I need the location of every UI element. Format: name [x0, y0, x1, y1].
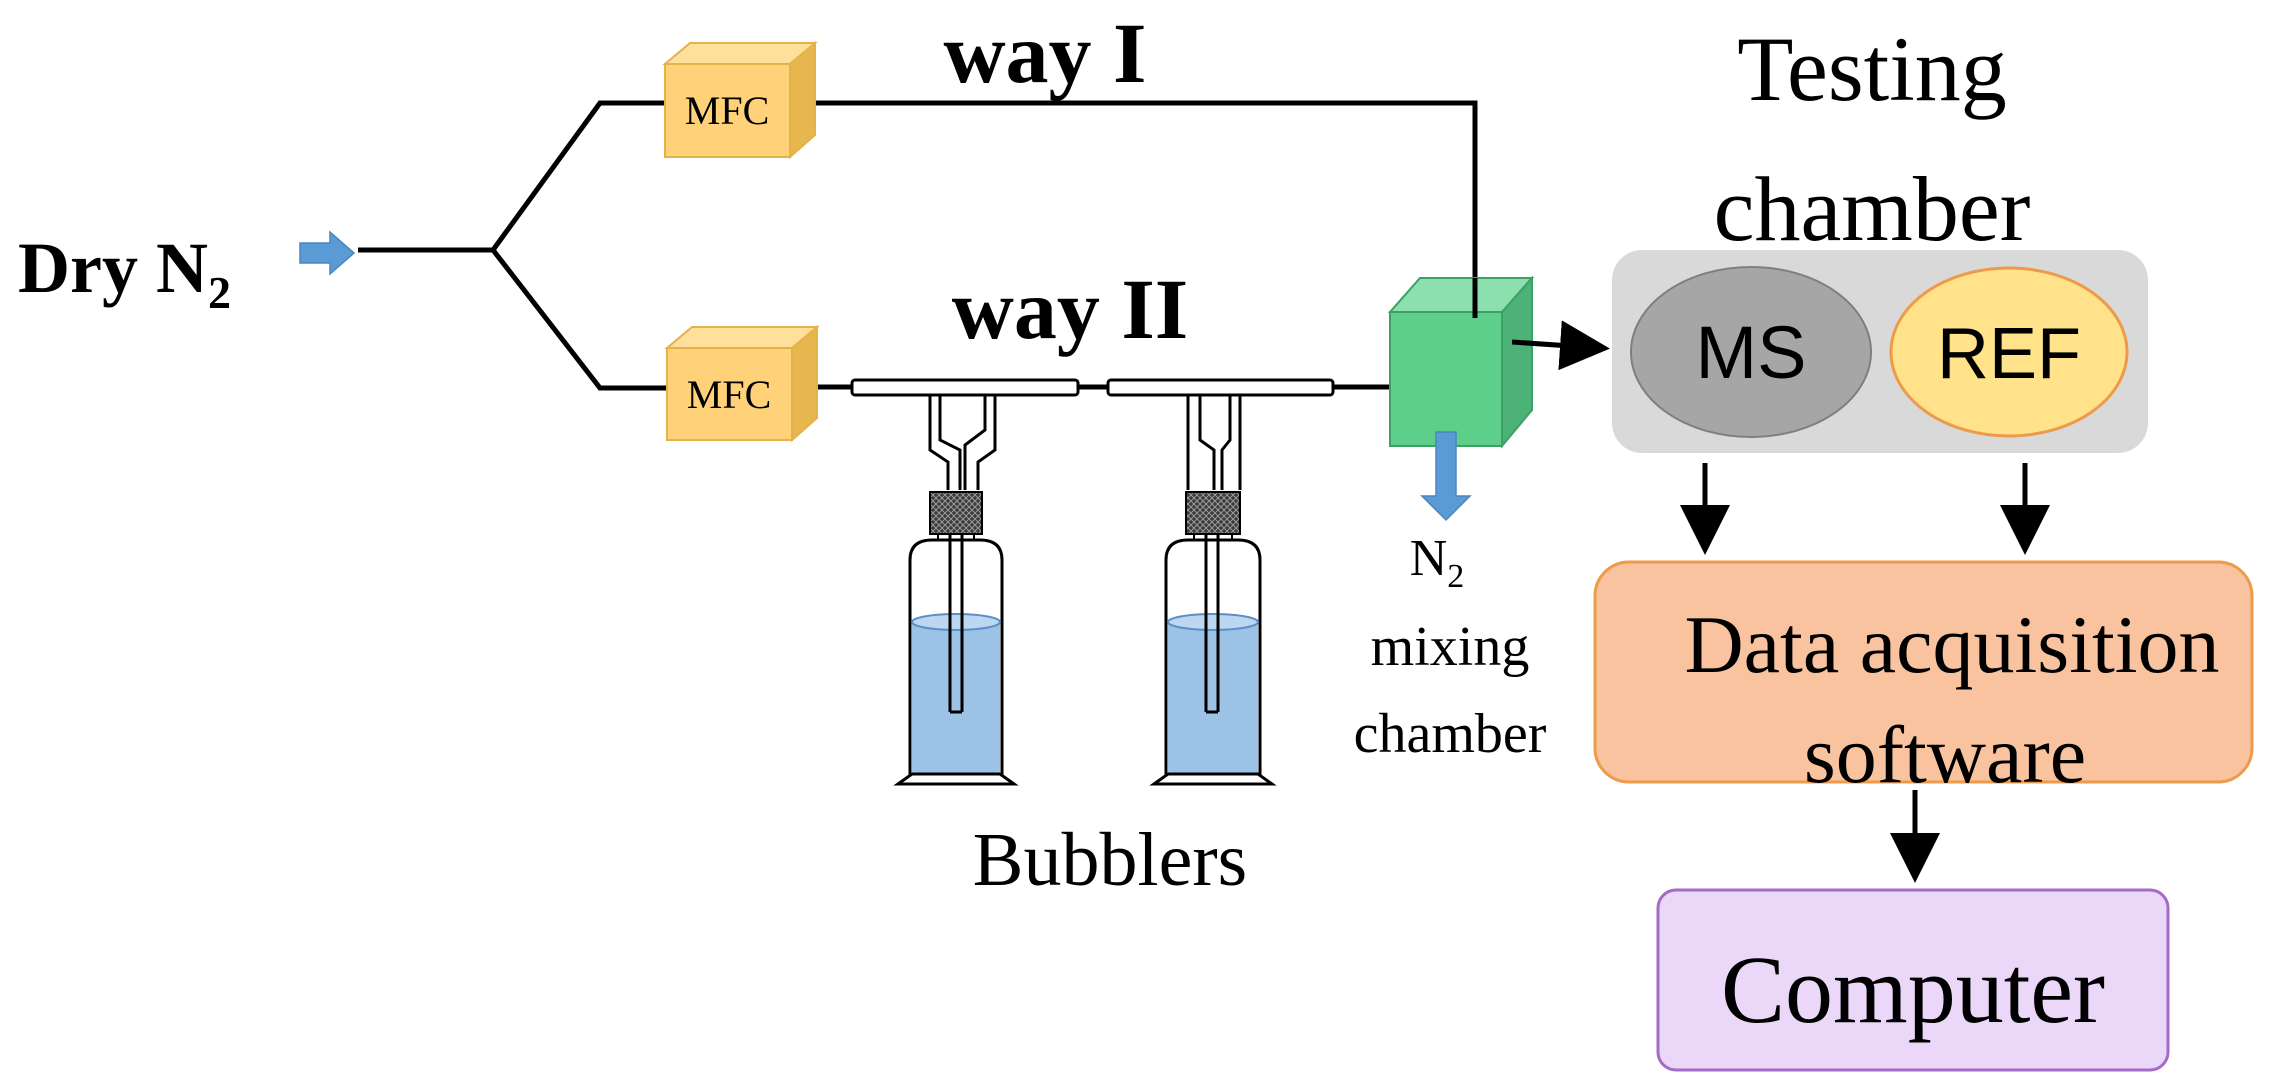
mixing-chamber: [1387, 275, 1535, 449]
mfc-upper: MFC: [662, 40, 818, 160]
right-arrow-icon: [299, 230, 356, 276]
data-acquisition-box: [1593, 560, 2254, 784]
gas-lines: [358, 100, 1478, 391]
mixing-label: mixing: [1371, 616, 1530, 678]
mfc-lower: MFC: [664, 324, 820, 443]
ms-label: MS: [1696, 311, 1807, 394]
bubbler-1: [850, 378, 1080, 786]
computer-box: [1656, 888, 2170, 1072]
testing-chamber-label: chamber: [1714, 158, 2031, 260]
mfc-lower-label: MFC: [687, 372, 772, 417]
dry-n2-label: Dry N2: [18, 228, 231, 318]
way-1-label: way I: [943, 5, 1146, 101]
down-arrow-icon: [1420, 431, 1472, 522]
bubbler-2: [1106, 378, 1335, 786]
bubbler-1-water: [912, 622, 1000, 780]
testing-label: Testing: [1737, 18, 2007, 120]
exhaust-n2-label: N2: [1410, 530, 1465, 595]
ms-sensor: [1630, 266, 1872, 438]
daq-label-line1: Data acquisition: [1684, 599, 2219, 690]
ref-sensor: [1889, 266, 2129, 438]
upper-branch-line: [490, 100, 665, 252]
way-2-label: way II: [952, 261, 1189, 357]
mfc-upper-label: MFC: [685, 88, 770, 133]
mixing-to-testing-arrow: [1511, 320, 1610, 371]
mixing-chamber-label: chamber: [1354, 703, 1547, 765]
bubblers-label: Bubblers: [973, 818, 1247, 902]
ref-label: REF: [1937, 314, 2081, 394]
way-1-line: [808, 100, 1478, 318]
daq-label-line2: software: [1804, 709, 2086, 800]
bubbler-2-water: [1168, 622, 1258, 780]
lower-branch-line: [491, 248, 667, 391]
computer-label: Computer: [1721, 936, 2105, 1043]
